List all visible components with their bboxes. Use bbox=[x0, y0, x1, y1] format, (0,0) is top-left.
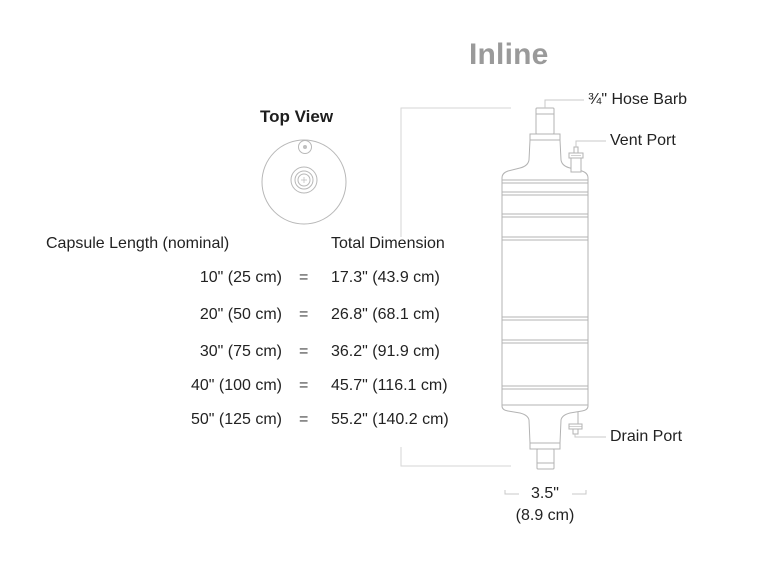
capsule-length: 10" (25 cm) bbox=[199, 269, 282, 286]
vent-port-leader bbox=[575, 140, 606, 147]
table-row: 30" (75 cm) bbox=[0, 343, 282, 363]
total-dimension: 17.3" (43.9 cm) bbox=[331, 269, 440, 286]
capsule-length: 20" (50 cm) bbox=[199, 306, 282, 323]
equals-sign: = bbox=[299, 269, 309, 286]
equals-sign: = bbox=[299, 343, 309, 360]
total-dimension: 45.7" (116.1 cm) bbox=[331, 377, 448, 394]
equals-sign: = bbox=[299, 377, 309, 394]
capsule-side-view bbox=[501, 107, 589, 470]
total-dimension-header: Total Dimension bbox=[331, 235, 445, 252]
total-dimension: 36.2" (91.9 cm) bbox=[331, 343, 440, 360]
capsule-length: 50" (125 cm) bbox=[190, 411, 282, 428]
capsule-length-header: Capsule Length (nominal) bbox=[46, 235, 230, 252]
capsule-length: 30" (75 cm) bbox=[199, 343, 282, 360]
table-row: 10" (25 cm) bbox=[0, 269, 282, 289]
width-imperial: 3.5" bbox=[531, 485, 559, 502]
hose-barb-callout: ¾" Hose Barb bbox=[588, 91, 688, 108]
total-dimension: 55.2" (140.2 cm) bbox=[331, 411, 449, 428]
drain-port-callout: Drain Port bbox=[610, 428, 683, 445]
top-view-label: Top View bbox=[260, 107, 334, 126]
total-dimension-bracket bbox=[400, 107, 511, 467]
width-metric: (8.9 cm) bbox=[515, 507, 575, 524]
width-dimension-marks bbox=[504, 490, 587, 495]
capsule-length: 40" (100 cm) bbox=[190, 377, 282, 394]
table-row: 50" (125 cm) bbox=[0, 411, 282, 431]
top-view-drawing bbox=[261, 139, 347, 225]
vent-port-callout: Vent Port bbox=[610, 132, 676, 149]
equals-sign: = bbox=[299, 306, 309, 323]
hose-barb-leader bbox=[544, 99, 584, 108]
table-row: 40" (100 cm) bbox=[0, 377, 282, 397]
diagram-title: Inline bbox=[469, 38, 549, 71]
table-row: 20" (50 cm) bbox=[0, 306, 282, 326]
total-dimension: 26.8" (68.1 cm) bbox=[331, 306, 440, 323]
drain-port-leader bbox=[574, 434, 606, 438]
equals-sign: = bbox=[299, 411, 309, 428]
